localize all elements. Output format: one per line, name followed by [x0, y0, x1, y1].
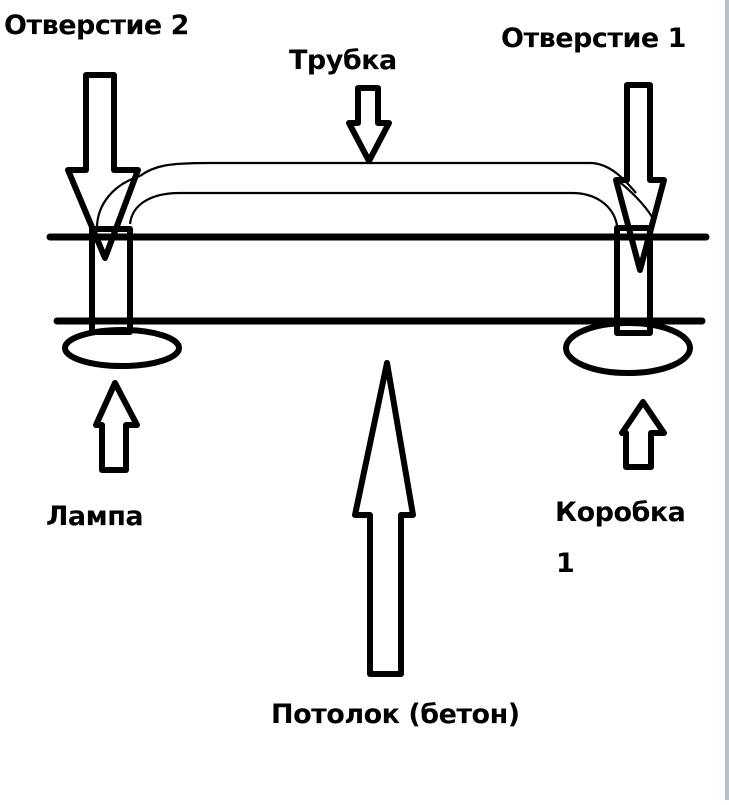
arrow-hole-2: [65, 72, 141, 261]
label-ceiling: Потолок (бетон): [271, 699, 520, 730]
tube-top-curve: [139, 161, 637, 194]
label-box-1-line2: 1: [556, 548, 575, 579]
arrow-lamp: [93, 380, 140, 473]
arrow-hole-1: [613, 82, 667, 273]
lamp-ellipse: [62, 327, 182, 369]
label-hole-2: Отверстие 2: [4, 10, 189, 41]
label-lamp: Лампа: [46, 501, 144, 532]
arrow-box-1: [619, 399, 667, 470]
hole-1-channel: [614, 225, 653, 336]
box-1-ellipse: [563, 320, 693, 376]
label-hole-1: Отверстие 1: [501, 23, 686, 54]
label-box-1-line1: Коробка: [555, 497, 686, 528]
arrow-tube: [346, 85, 392, 164]
label-tube: Трубка: [289, 45, 397, 76]
tube-bottom-curve: [128, 191, 619, 226]
arrow-ceiling: [352, 360, 416, 677]
window-edge: [725, 0, 729, 800]
